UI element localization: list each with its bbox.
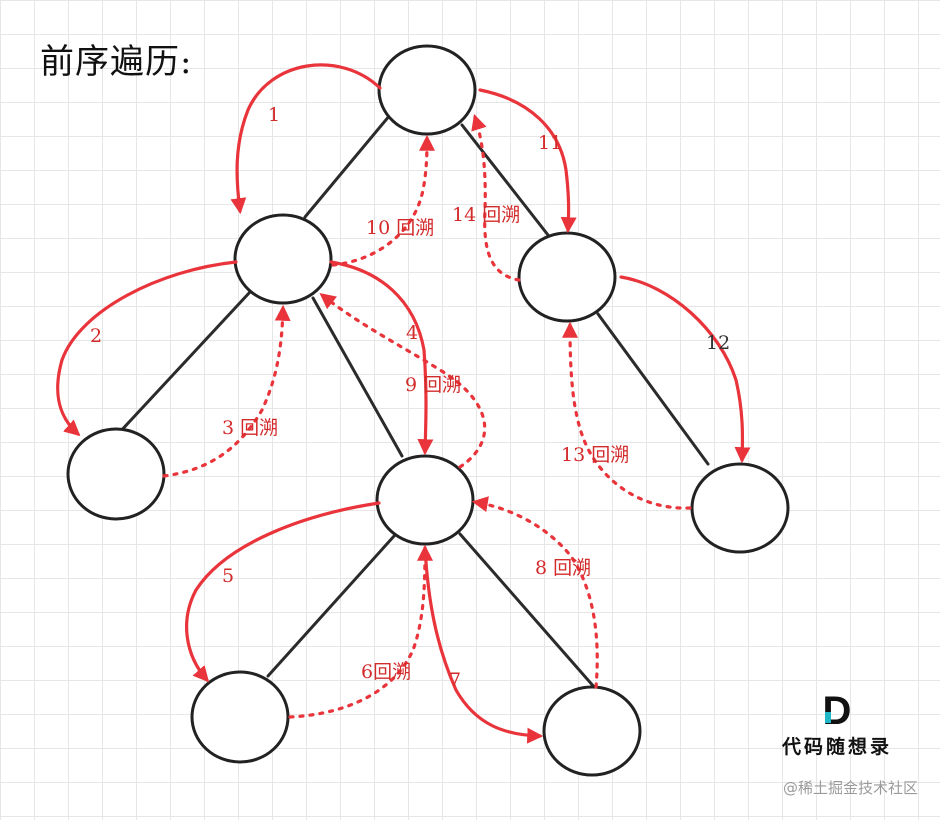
edge-mid-leftleaf [266,533,397,678]
node-mid-right [542,685,642,777]
node-mid-left [190,670,290,764]
arrow-step-1 [230,63,382,215]
watermark: @稀土掘金技术社区 [782,779,918,797]
arrow-step-14 [471,113,521,282]
step-label-4: 4 [406,322,418,344]
edge-root-left [303,113,392,219]
edge-left-leftleaf [116,290,252,436]
arrow-step-7 [423,546,544,744]
tree-nodes [66,44,790,777]
arrow-step-13 [562,321,692,510]
arrow-step-3 [162,304,291,478]
node-left [233,213,333,305]
step-label-2: 2 [90,325,102,347]
node-left-right [375,454,475,546]
edge-right-rightleaf [596,312,710,466]
step-label-8: 8 回溯 [535,557,591,579]
step-labels: 1 2 3 回溯 4 5 6回溯 7 8 回溯 9 回溯 10 回溯 11 12… [90,104,730,691]
edge-root-right [460,123,550,237]
step-label-11: 11 [538,132,562,154]
arrow-step-4 [329,260,434,456]
arrow-step-2 [56,260,238,437]
step-label-5: 5 [222,565,234,587]
logo-d-icon: D [823,690,852,730]
logo-text: 代码随想录 [781,736,892,758]
edge-mid-rightleaf [458,532,597,690]
step-label-1: 1 [268,104,280,126]
node-right [517,231,617,323]
step-label-9: 9 回溯 [405,374,461,396]
step-label-10: 10 回溯 [366,217,434,239]
node-left-left [66,427,166,521]
arrow-step-9 [319,293,487,469]
edge-left-right [311,296,404,458]
arrow-step-5 [185,501,381,683]
step-label-14: 14 回溯 [452,204,520,226]
arrow-step-11 [478,88,577,234]
arrow-step-6 [288,544,433,719]
brand-logo: D 代码随想录 [772,690,902,759]
step-label-13: 13 回溯 [561,444,629,466]
arrow-step-8 [471,496,599,689]
node-root [377,44,477,136]
step-label-12: 12 [706,332,730,354]
arrow-step-12 [619,275,751,464]
traversal-arrows [56,63,751,744]
step-label-7: 7 [449,669,461,691]
step-label-3: 3 回溯 [222,417,278,439]
arrow-step-10 [331,134,435,267]
tree-edges [116,113,710,690]
svg-text:D: D [823,690,852,730]
diagram-title: 前序遍历: [40,42,193,82]
step-label-6: 6回溯 [361,661,411,683]
node-right-right [690,462,790,554]
